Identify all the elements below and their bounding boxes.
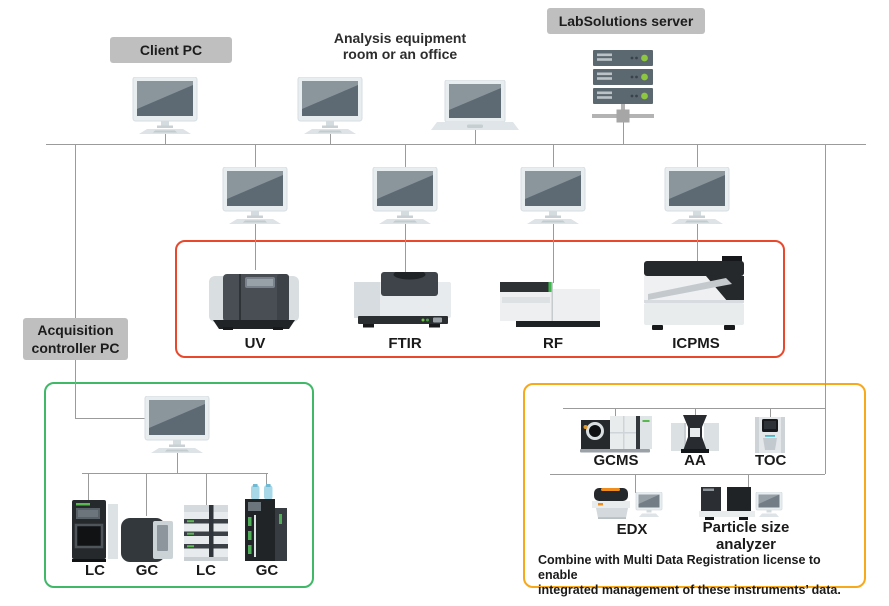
standalone-instruments-box <box>523 383 866 588</box>
icpms-label: ICPMS <box>672 335 720 352</box>
aa-instrument-icon <box>671 415 719 453</box>
acquisition-monitor-icon <box>141 396 213 454</box>
room-label-line1: Analysis equipment <box>333 30 467 46</box>
acquisition-instruments-box <box>44 382 314 588</box>
psa-instrument-icon <box>699 487 755 521</box>
lc1-link-line <box>88 473 89 500</box>
psa-label: Particle size analyzer <box>696 519 796 553</box>
gc2-label: GC <box>255 562 279 579</box>
labsolutions-server-icon <box>588 50 658 128</box>
gc1-label: GC <box>135 562 159 579</box>
networked-instruments-box <box>175 240 785 358</box>
toc-link-line <box>770 408 771 418</box>
note-line2: integrated management of these instrumen… <box>538 583 841 597</box>
uv-label: UV <box>244 335 266 352</box>
gcms-label: GCMS <box>593 452 639 469</box>
gcms-instrument-icon <box>579 415 653 453</box>
client-pc-monitor-2-icon <box>294 77 366 135</box>
lc-instrument-2-icon <box>183 504 229 562</box>
acquisition-controller-pc-badge: Acquisition controller PC <box>23 318 128 360</box>
uv-instrument-icon <box>203 268 305 330</box>
gc-instrument-1-icon <box>121 514 173 562</box>
toc-instrument-icon <box>755 417 785 453</box>
edx-instrument-icon <box>592 488 632 519</box>
aa-label: AA <box>684 452 706 469</box>
icpms-link-line <box>697 223 698 262</box>
workstation-monitor-2-icon <box>369 167 441 225</box>
gc1-link-line <box>146 473 147 516</box>
laptop-link-line <box>475 130 476 144</box>
multi-data-registration-note: Combine with Multi Data Registration lic… <box>538 553 860 598</box>
standalone-row2-bus-line <box>550 474 825 475</box>
workstation-4-uplink-line <box>697 144 698 169</box>
lc1-label: LC <box>85 562 105 579</box>
rf-link-line <box>553 223 554 283</box>
edx-link-line <box>635 474 636 493</box>
toc-label: TOC <box>755 452 787 469</box>
edx-label: EDX <box>616 521 648 538</box>
psa-label-line1: Particle size <box>702 519 790 536</box>
acquisition-pc-elbow-line <box>75 418 147 419</box>
client-pc-1-link-line <box>165 133 166 144</box>
client-pc-laptop-icon <box>431 80 519 132</box>
labsolutions-server-badge: LabSolutions server <box>547 8 705 34</box>
ftir-instrument-icon <box>353 272 452 328</box>
room-label: Analysis equipment room or an office <box>305 30 495 62</box>
note-line1: Combine with Multi Data Registration lic… <box>538 553 821 582</box>
server-link-line <box>623 120 624 144</box>
network-backbone-line <box>46 144 866 145</box>
gc-instrument-2-icon <box>243 484 289 562</box>
ftir-label: FTIR <box>388 335 422 352</box>
workstation-monitor-4-icon <box>661 167 733 225</box>
gc2-link-line <box>266 473 267 487</box>
psa-pc-icon <box>753 492 785 519</box>
rf-instrument-icon <box>498 281 603 327</box>
workstation-monitor-1-icon <box>219 167 291 225</box>
standalone-row1-bus-line <box>563 408 825 409</box>
workstation-monitor-3-icon <box>517 167 589 225</box>
standalone-group-drop-line <box>825 144 826 474</box>
ftir-link-line <box>405 223 406 274</box>
lc2-label: LC <box>196 562 216 579</box>
psa-link-line <box>748 474 749 488</box>
rf-label: RF <box>543 335 563 352</box>
client-pc-badge: Client PC <box>110 37 232 63</box>
room-label-line2: room or an office <box>342 46 458 63</box>
edx-pc-icon <box>633 492 665 519</box>
psa-label-line2: analyzer <box>715 535 777 553</box>
client-pc-2-link-line <box>330 133 331 144</box>
icpms-instrument-icon <box>640 256 752 334</box>
acquisition-bus-line <box>82 473 268 474</box>
gcms-link-line <box>615 408 616 417</box>
acquisition-pc-drop-line <box>75 144 76 419</box>
uv-link-line <box>255 223 256 270</box>
workstation-3-uplink-line <box>553 144 554 169</box>
client-pc-monitor-1-icon <box>129 77 201 135</box>
workstation-2-uplink-line <box>405 144 406 169</box>
lc-instrument-1-icon <box>70 498 120 562</box>
aa-link-line <box>695 408 696 416</box>
acquisition-monitor-stem-line <box>177 452 178 473</box>
workstation-1-uplink-line <box>255 144 256 169</box>
lc2-link-line <box>206 473 207 506</box>
